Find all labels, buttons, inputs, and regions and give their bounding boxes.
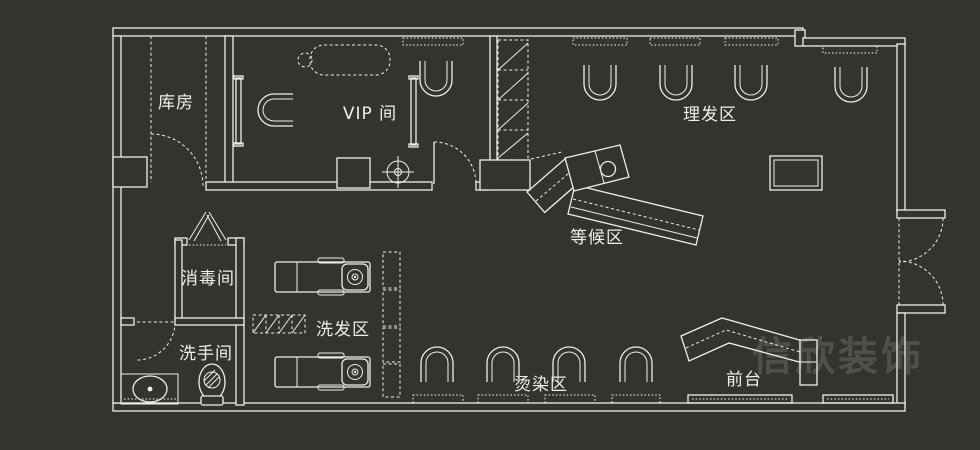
room-labels: 库房 VIP 间 理发区 等候区 消毒间 洗发区 洗手间 烫染区 前台	[158, 93, 762, 395]
front-desk	[680, 317, 894, 404]
entrance-double-door	[898, 217, 944, 306]
styling-chair	[420, 346, 454, 383]
label-restroom: 洗手间	[179, 344, 233, 364]
basin	[599, 160, 617, 178]
mirror-strip	[572, 37, 628, 46]
storage-room	[150, 36, 207, 187]
mirror-strip	[402, 37, 464, 46]
storage-door-arc	[150, 133, 204, 187]
sink	[120, 373, 179, 405]
partition-bar	[235, 77, 242, 145]
label-waiting-area: 等候区	[570, 228, 624, 248]
styling-chair	[734, 64, 768, 101]
partition-bar	[410, 77, 417, 146]
mirror-strip	[611, 394, 661, 404]
shampoo-bed	[274, 352, 371, 391]
mirror-strip	[477, 394, 529, 404]
double-swing-door	[188, 211, 227, 246]
ceiling-symbol	[382, 156, 414, 188]
mirror-strip	[724, 37, 779, 46]
label-shampoo-area: 洗发区	[316, 320, 370, 340]
haircut-area	[572, 37, 878, 191]
restroom	[120, 321, 226, 406]
styling-chair	[583, 64, 617, 101]
watermark-text: 信欣装饰	[752, 334, 924, 380]
vip-door-arc	[433, 141, 477, 185]
styling-chair	[834, 66, 868, 103]
vip-room	[233, 37, 477, 188]
restroom-door-arc	[136, 321, 176, 361]
styling-chair	[619, 346, 653, 383]
label-perm-dye-area: 烫染区	[514, 375, 568, 395]
shampoo-bed	[274, 257, 371, 296]
label-front-desk: 前台	[726, 370, 762, 390]
waiting-bench	[567, 184, 704, 246]
label-haircut-area: 理发区	[683, 105, 737, 125]
cabinet-dashed	[382, 251, 401, 398]
waiting-end-table	[564, 144, 630, 192]
mirror-strip	[544, 394, 596, 404]
side-table	[769, 155, 823, 191]
toilet	[198, 363, 226, 406]
disinfection-room	[188, 211, 227, 246]
mirror-strip	[822, 45, 878, 54]
label-storage-room: 库房	[158, 93, 194, 113]
counter	[687, 394, 793, 404]
styling-chair	[659, 64, 693, 101]
counter	[822, 394, 894, 404]
mirror-strip	[649, 37, 701, 46]
divider-cabinet	[497, 39, 529, 161]
interior-walls	[112, 35, 531, 406]
vip-sofa	[309, 44, 391, 76]
perm-dye-area	[412, 346, 661, 404]
vip-styling-chair	[419, 60, 453, 97]
vip-side-table	[297, 52, 313, 68]
vip-lounge-chair	[257, 93, 294, 127]
label-vip-room: VIP 间	[343, 104, 397, 124]
hatched-counter	[252, 314, 306, 334]
label-disinfection-room: 消毒间	[181, 269, 235, 289]
mirror-strip	[412, 394, 464, 404]
shampoo-area	[252, 251, 401, 398]
waiting-area	[526, 144, 704, 246]
